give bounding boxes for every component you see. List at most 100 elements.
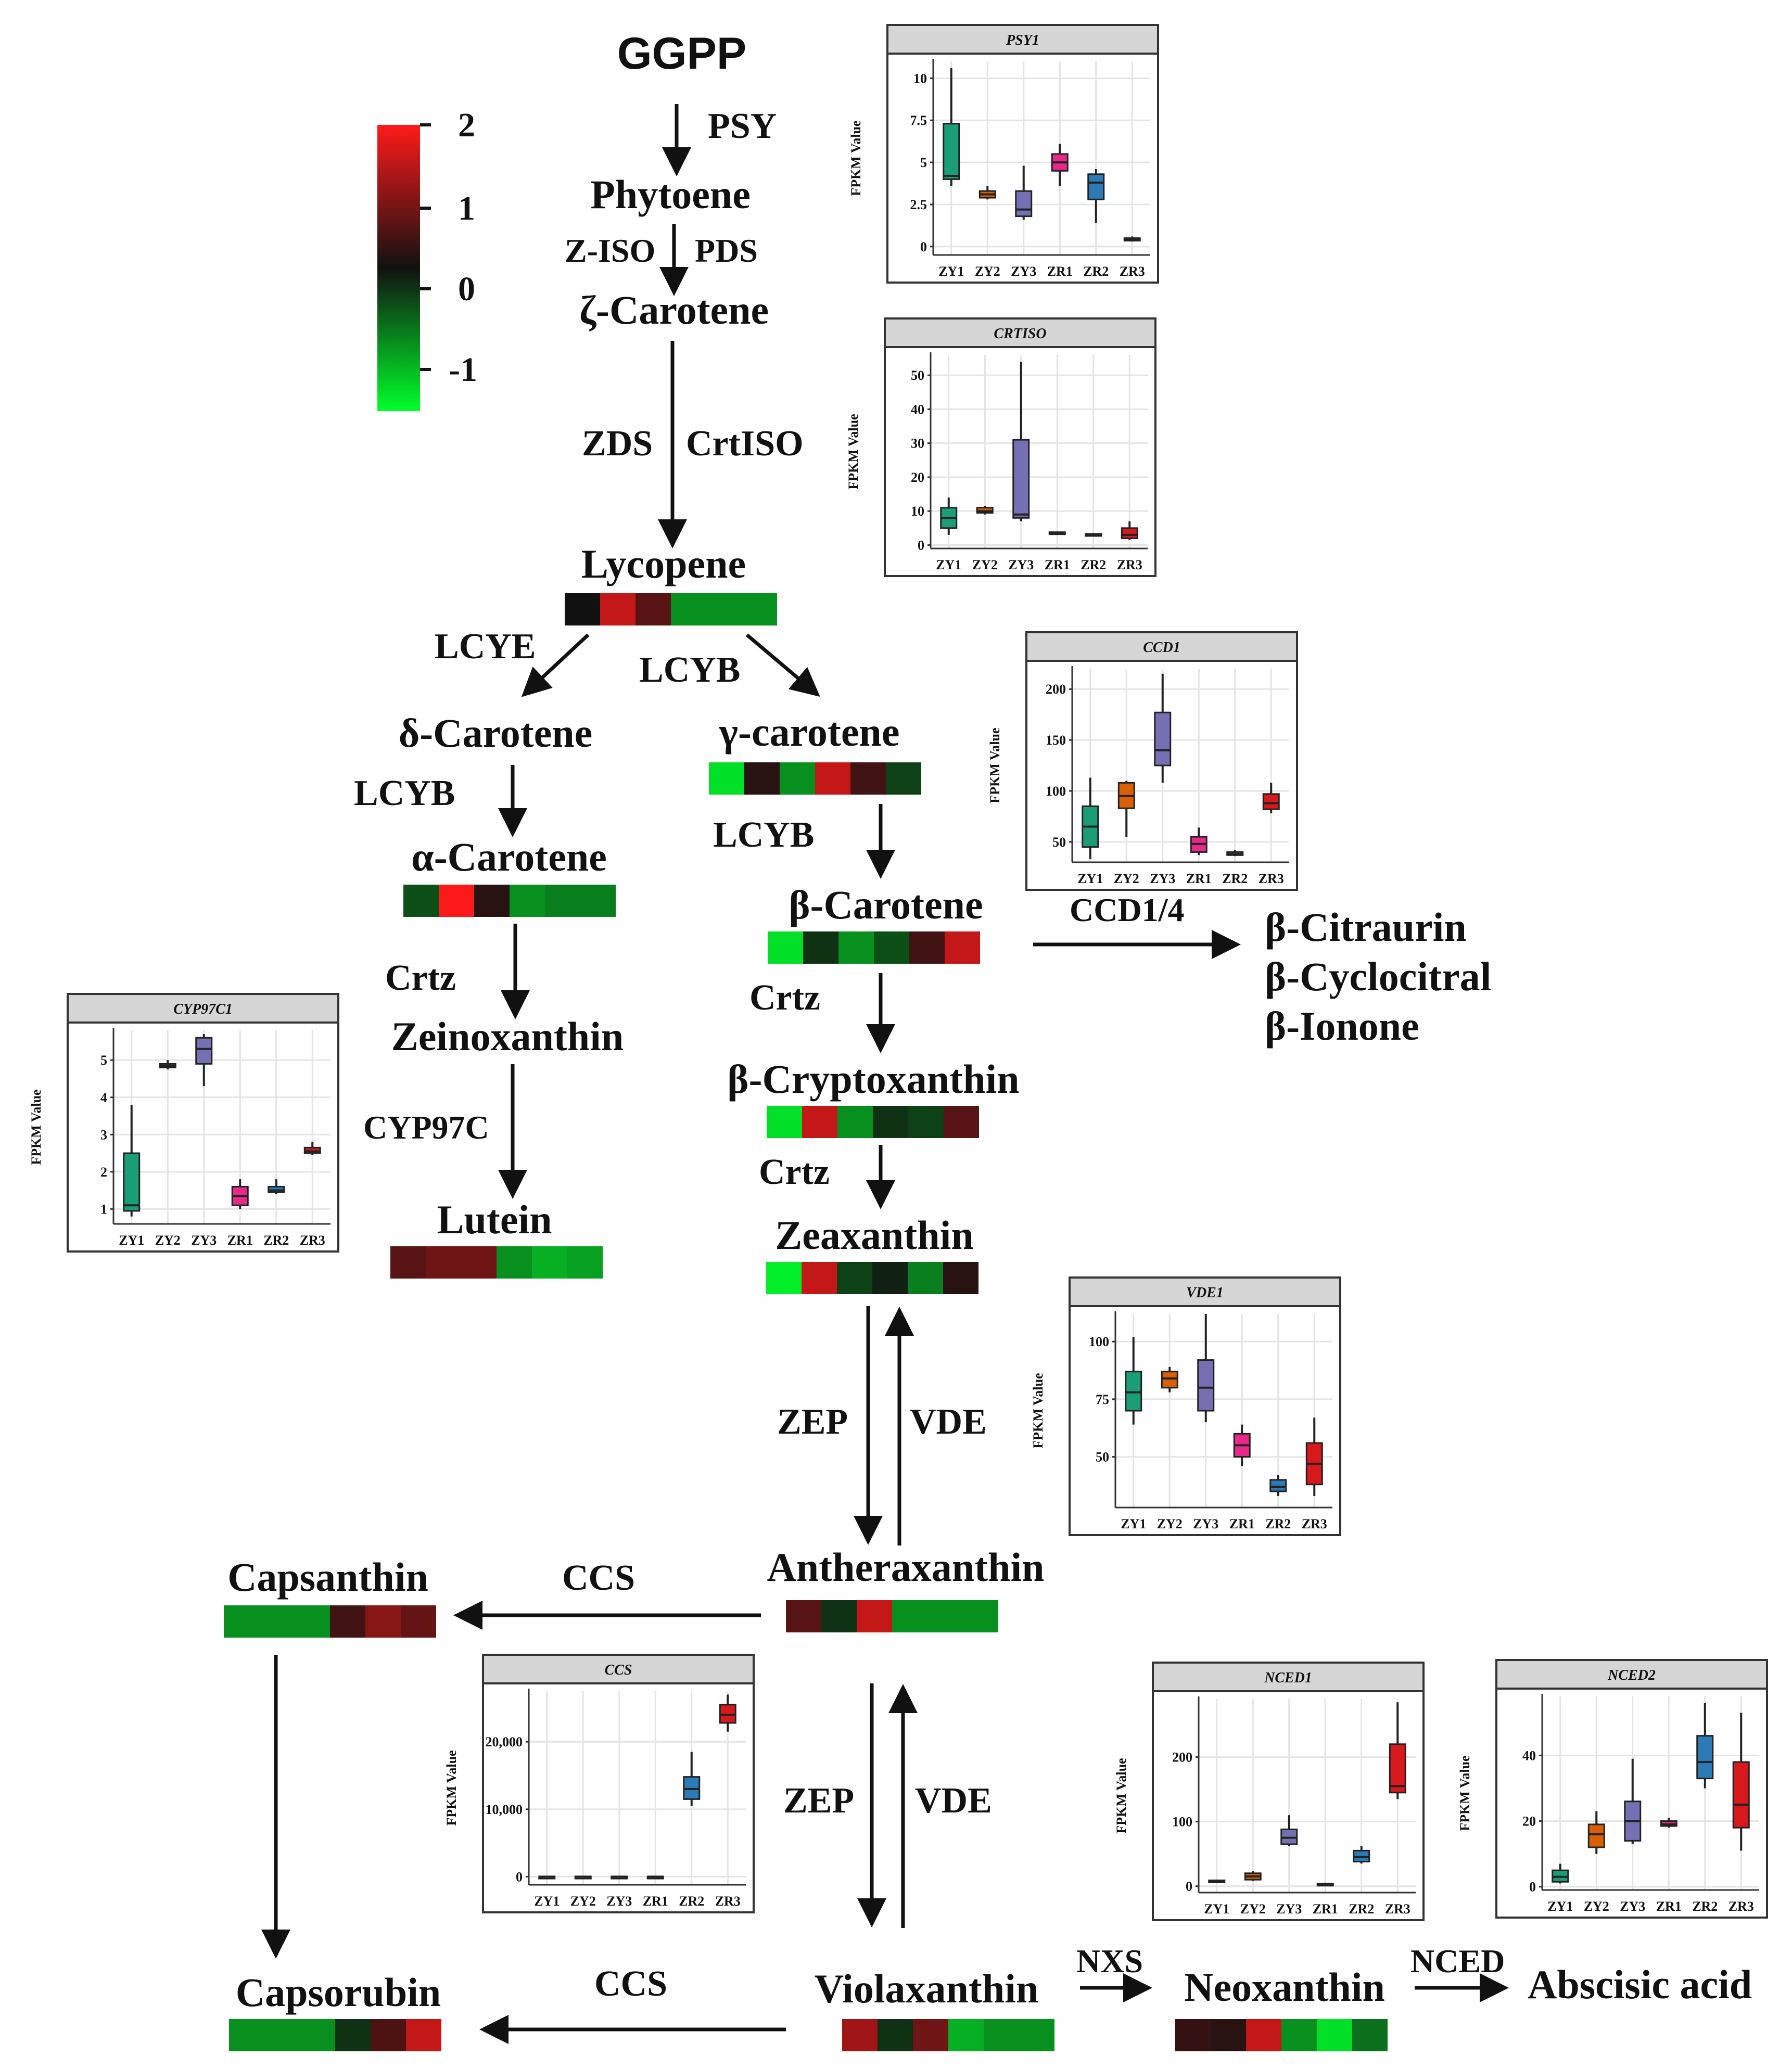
box-body: [1161, 1371, 1178, 1389]
panel-ylabel: FPKM Value: [846, 414, 861, 489]
heatmap-cell: [709, 762, 744, 795]
heatmap-cell: [600, 593, 636, 625]
heatmap-cell: [403, 885, 439, 917]
x-tick-label: ZR1: [643, 1894, 668, 1909]
panel-title: VDE1: [1186, 1285, 1224, 1301]
heatmap-cell: [984, 2019, 1019, 2051]
compound-alpha-carotene: α-Carotene: [411, 834, 607, 879]
y-tick-label: 20: [911, 470, 924, 485]
panel-header: [884, 317, 1156, 348]
x-tick-label: ZY1: [938, 264, 964, 279]
heatmap-neoxanthin: [1175, 2019, 1388, 2051]
compound-phytoene: Phytoene: [590, 172, 751, 217]
y-tick-label: 150: [1046, 733, 1066, 748]
x-tick-label: ZR3: [1729, 1899, 1754, 1914]
x-tick-label: ZY2: [975, 264, 1000, 279]
heatmap-cell: [767, 1106, 802, 1138]
heatmap-antheraxanthin: [786, 1600, 998, 1632]
heatmap-cell: [873, 1106, 908, 1138]
heatmap-lutein: [390, 1246, 603, 1279]
x-tick-label: ZR3: [300, 1233, 325, 1248]
x-tick-label: ZR1: [1229, 1516, 1255, 1531]
x-tick-label: ZR2: [263, 1233, 289, 1248]
y-tick-label: 0: [1529, 1880, 1536, 1895]
box-body: [1154, 711, 1172, 767]
x-tick-label: ZY1: [1121, 1516, 1146, 1531]
x-tick-label: ZY1: [119, 1233, 144, 1248]
x-tick-label: ZY3: [1276, 1901, 1302, 1917]
x-tick-label: ZY1: [1547, 1899, 1573, 1914]
heatmap-cell: [671, 593, 706, 625]
heatmap-capsorubin: [229, 2019, 441, 2051]
x-tick-label: ZR1: [1313, 1901, 1338, 1917]
heatmap-cell: [1211, 2019, 1246, 2051]
compound-antheraxanthin: Antheraxanthin: [767, 1544, 1044, 1590]
box-body: [1197, 1359, 1215, 1412]
y-tick-label: 7.5: [910, 113, 927, 128]
enzyme-crtiso: CrtISO: [686, 424, 804, 464]
heatmap-cell: [944, 1106, 979, 1138]
y-tick-label: 0: [516, 1869, 523, 1884]
heatmap-cell: [913, 2019, 948, 2051]
heatmap-cell: [1352, 2019, 1388, 2051]
heatmap-cell: [948, 2019, 984, 2051]
enzyme-lcye: LCYE: [435, 627, 536, 667]
panel-header: [1495, 1659, 1768, 1690]
heatmap-cell: [259, 1605, 295, 1638]
heatmap-cell: [744, 762, 780, 795]
heatmap-zeaxanthin: [766, 1262, 978, 1294]
x-tick-label: ZR1: [1186, 871, 1212, 886]
y-tick-label: 10: [911, 504, 924, 519]
heatmap-cell: [766, 1262, 802, 1294]
panel-ylabel: FPKM Value: [848, 120, 863, 196]
heatmap-cell: [461, 1246, 497, 1279]
enzyme-crtz-alpha: Crtz: [385, 958, 456, 998]
panel-frame: [1152, 1662, 1425, 1921]
y-tick-label: 200: [1172, 1750, 1192, 1765]
x-tick-label: ZY2: [972, 557, 998, 572]
compound-delta-carotene: δ-Carotene: [399, 710, 593, 756]
x-tick-label: ZR2: [1692, 1899, 1718, 1914]
heatmap-cell: [474, 885, 510, 917]
compound-ggpp: GGPP: [617, 29, 747, 79]
heatmap-cell: [580, 885, 616, 917]
heatmap-alpha-carotene: [403, 885, 616, 917]
heatmap-cell: [945, 931, 980, 964]
heatmap-cell: [857, 1600, 892, 1632]
y-tick-label: 0: [1186, 1879, 1192, 1894]
heatmap-cell: [838, 931, 874, 964]
x-tick-label: ZR2: [1265, 1516, 1291, 1531]
x-tick-label: ZY3: [1011, 264, 1036, 279]
compound-lutein: Lutein: [437, 1197, 552, 1242]
panel-header: [1025, 631, 1298, 662]
panel-header: [1152, 1662, 1425, 1692]
heatmap-cell: [837, 1106, 873, 1138]
heatmap-cell: [636, 593, 671, 625]
heatmap-cell: [878, 2019, 913, 2051]
y-tick-label: 75: [1096, 1392, 1109, 1407]
y-tick-label: 0: [920, 239, 927, 254]
x-tick-label: ZY3: [1150, 871, 1175, 886]
x-tick-label: ZR3: [715, 1894, 741, 1909]
panel-title: NCED1: [1264, 1670, 1312, 1686]
panel-header: [886, 24, 1159, 55]
heatmap-cell: [1317, 2019, 1352, 2051]
x-tick-label: ZY3: [606, 1894, 632, 1909]
compound-lycopene: Lycopene: [581, 541, 746, 586]
compound-neoxanthin: Neoxanthin: [1184, 1964, 1385, 2010]
heatmap-cell: [780, 762, 815, 795]
pathway-arrows: [261, 104, 1509, 2044]
enzyme-z-iso: Z-ISO: [565, 232, 655, 269]
box-body: [1262, 793, 1280, 810]
heatmap-cell: [963, 1600, 998, 1632]
heatmap-cell: [510, 885, 545, 917]
panel-title: CRTISO: [994, 326, 1046, 342]
x-tick-label: ZR3: [1385, 1901, 1410, 1917]
y-tick-label: 100: [1172, 1815, 1192, 1830]
heatmap-cell: [850, 762, 886, 795]
y-tick-label: 100: [1046, 784, 1066, 799]
enzyme-crtz-crypto: Crtz: [759, 1152, 830, 1192]
heatmap-cell: [300, 2019, 335, 2051]
